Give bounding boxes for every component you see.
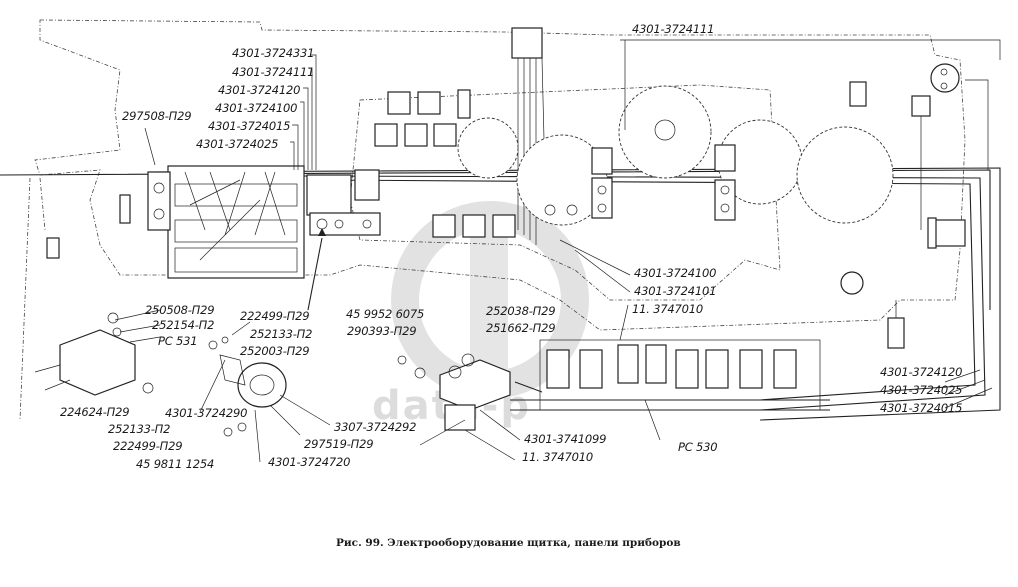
label-rc530: РС 530 (678, 440, 718, 454)
panel-outline (34, 19, 966, 331)
main-harness (0, 167, 1001, 421)
label-252133-p2-b: 252133-П2 (108, 422, 171, 436)
label-224624-p29: 224624-П29 (60, 405, 130, 419)
leader-lines (114, 39, 1001, 463)
clamp (208, 321, 287, 437)
label-rc531: РС 531 (158, 334, 198, 348)
label-4301-3724331: 4301-3724331 (232, 46, 315, 60)
label-222499-p29-a: 222499-П29 (240, 309, 310, 323)
label-45-9811-1254: 45 9811 1254 (136, 457, 215, 471)
switch-assembly (397, 353, 511, 431)
label-222499-p29-b: 222499-П29 (113, 439, 183, 453)
gauges (457, 85, 894, 226)
label-4301-3724720: 4301-3724720 (268, 455, 351, 469)
label-4301-3724015: 4301-3724015 (208, 119, 291, 133)
label-252154-p2: 252154-П2 (152, 318, 215, 332)
label-4301-3724025: 4301-3724025 (196, 137, 279, 151)
label-mid-4301-3724101: 4301-3724101 (634, 284, 717, 298)
warning-lamps (374, 89, 516, 238)
fuse-block (167, 165, 305, 279)
label-252133-p2-a: 252133-П2 (250, 327, 313, 341)
relay-rc531 (34, 312, 154, 396)
pointer-arrow (307, 237, 323, 311)
label-250508-p29: 250508-П29 (145, 303, 215, 317)
label-251662-p29: 251662-П29 (486, 321, 556, 335)
label-297519-p29: 297519-П29 (304, 437, 374, 451)
label-mid-4301-3724100: 4301-3724100 (634, 266, 717, 280)
label-4301-3724120: 4301-3724120 (218, 83, 301, 97)
label-252038-p29: 252038-П29 (486, 304, 556, 318)
label-br-4301-3724120: 4301-3724120 (880, 365, 963, 379)
label-br-4301-3724015: 4301-3724015 (880, 401, 963, 415)
label-br-4301-3724025: 4301-3724025 (880, 383, 963, 397)
label-3307-3724292: 3307-3724292 (334, 420, 417, 434)
label-4301-3724290: 4301-3724290 (165, 406, 248, 420)
label-mid-11-3747010: 11. 3747010 (632, 302, 703, 316)
label-4301-3724111: 4301-3724111 (232, 65, 315, 79)
label-290393-p29: 290393-П29 (347, 324, 417, 338)
arrow-to-relay (514, 381, 543, 393)
label-45-9952-6075: 45 9952 6075 (346, 307, 425, 321)
left-bracket (46, 171, 171, 259)
relay-block (510, 339, 830, 411)
label-top-4301-3724111: 4301-3724111 (632, 22, 715, 36)
label-252003-p29: 252003-П29 (240, 344, 310, 358)
connector-block (306, 169, 381, 236)
figure-caption: Рис. 99. Электрооборудование щитка, пане… (336, 537, 681, 549)
label-297508-p29: 297508-П29 (122, 109, 192, 123)
label-4301-3741099: 4301-3741099 (524, 432, 607, 446)
label-4301-3724100: 4301-3724100 (215, 101, 298, 115)
right-components (591, 63, 989, 349)
label-11-3747010: 11. 3747010 (522, 450, 593, 464)
